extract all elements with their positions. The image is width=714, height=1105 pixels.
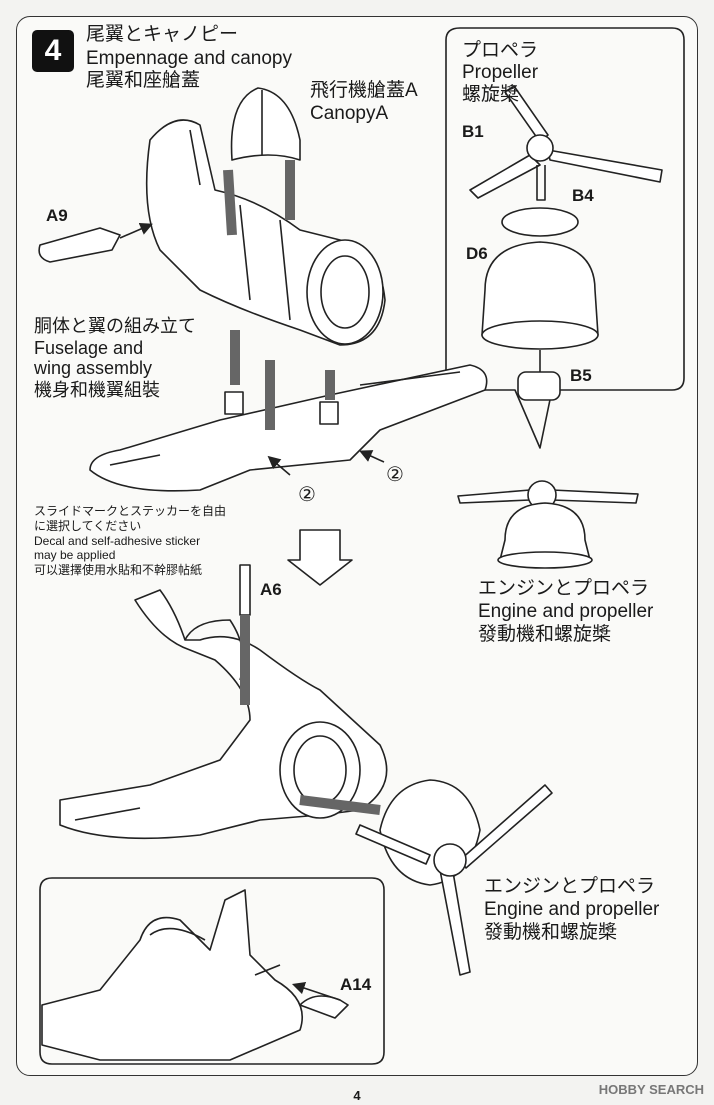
engine-label-2-jp: エンジンとプロペラ bbox=[484, 876, 656, 897]
step-title-en: Empennage and canopy bbox=[86, 48, 292, 69]
tail-inset-box bbox=[39, 877, 385, 1065]
page-number: 4 bbox=[353, 1088, 361, 1103]
propeller-label-cn: 螺旋槳 bbox=[462, 84, 520, 105]
propeller-callout-box bbox=[445, 27, 685, 449]
aircraft-middle bbox=[59, 564, 388, 840]
decal-note-en-2: may be applied bbox=[34, 548, 116, 562]
fuselage-label-en-1: Fuselage and bbox=[34, 338, 144, 358]
canopy-part bbox=[230, 87, 301, 161]
engine-label-2-cn: 發動機和螺旋槳 bbox=[484, 922, 618, 943]
propeller-exploded bbox=[469, 85, 663, 401]
engine-label-1-en: Engine and propeller bbox=[478, 601, 654, 622]
propeller-label-jp: プロペラ bbox=[462, 40, 539, 61]
down-arrow bbox=[287, 529, 353, 586]
step-title-cn: 尾翼和座艙蓋 bbox=[86, 70, 201, 91]
engine-label-1-jp: エンジンとプロペラ bbox=[478, 578, 650, 599]
engine-propeller-attach bbox=[355, 779, 553, 976]
marker-2-left: ② bbox=[298, 484, 316, 506]
part-label-b1: B1 bbox=[462, 122, 484, 141]
a9-part bbox=[38, 227, 121, 263]
decal-note-jp-1: スライドマークとステッカーを自由 bbox=[34, 504, 227, 518]
part-label-b5: B5 bbox=[570, 366, 592, 385]
fuselage-upper bbox=[145, 119, 386, 346]
wing-assembly bbox=[89, 364, 488, 492]
canopy-label-cn: 飛行機艙蓋A bbox=[310, 80, 418, 101]
decal-note-en-1: Decal and self-adhesive sticker bbox=[34, 534, 201, 548]
decal-note-cn: 可以選擇使用水貼和不幹膠帖紙 bbox=[34, 563, 203, 577]
fuselage-label-jp: 胴体と翼の組み立て bbox=[34, 316, 196, 336]
fuselage-label-cn: 機身和機翼組裝 bbox=[34, 380, 160, 400]
decal-note-jp-2: に選択してください bbox=[34, 519, 142, 533]
step-number-badge: 4 bbox=[32, 30, 74, 72]
part-label-a14: A14 bbox=[340, 975, 372, 994]
engine-propeller-assembled bbox=[457, 480, 639, 569]
engine-label-1-cn: 發動機和螺旋槳 bbox=[478, 624, 612, 645]
aircraft-tail-close bbox=[41, 889, 349, 1061]
part-label-a6: A6 bbox=[260, 580, 282, 599]
canopy-label-en: CanopyA bbox=[310, 103, 389, 124]
part-label-a9: A9 bbox=[46, 206, 68, 225]
step-title-jp: 尾翼とキャノピー bbox=[86, 24, 239, 45]
propeller-label-en: Propeller bbox=[462, 62, 539, 83]
engine-label-2-en: Engine and propeller bbox=[484, 899, 660, 920]
watermark: HOBBY SEARCH bbox=[598, 1082, 704, 1097]
marker-2-right: ② bbox=[386, 464, 404, 486]
fuselage-label-en-2: wing assembly bbox=[34, 358, 153, 378]
part-label-b4: B4 bbox=[572, 186, 594, 205]
part-label-d6: D6 bbox=[466, 244, 488, 263]
